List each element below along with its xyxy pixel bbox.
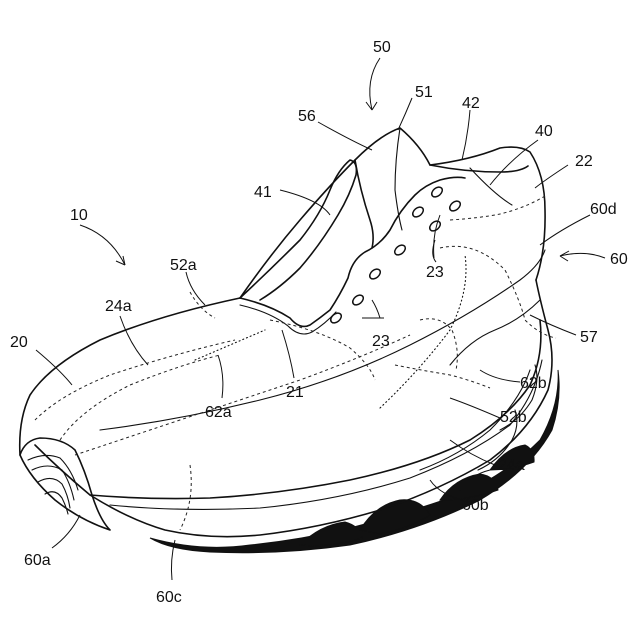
label-51: 51 bbox=[415, 84, 433, 101]
label-62b: 62b bbox=[520, 375, 547, 392]
label-23-upper: 23 bbox=[426, 264, 444, 281]
label-41: 41 bbox=[254, 184, 272, 201]
label-21: 21 bbox=[286, 384, 304, 401]
label-24a-top: 24a bbox=[105, 298, 132, 315]
label-60d: 60d bbox=[590, 201, 617, 218]
label-50: 50 bbox=[373, 39, 391, 56]
upper bbox=[20, 128, 556, 530]
label-60c: 60c bbox=[156, 589, 182, 606]
label-23-lower: 23 bbox=[372, 333, 390, 350]
label-60: 60 bbox=[610, 251, 628, 268]
label-42: 42 bbox=[462, 95, 480, 112]
label-10: 10 bbox=[70, 207, 88, 224]
label-60b: 60b bbox=[462, 497, 489, 514]
label-56: 56 bbox=[298, 108, 316, 125]
label-52b: 52b bbox=[500, 409, 527, 426]
leader-lines bbox=[36, 58, 605, 580]
label-20: 20 bbox=[10, 334, 28, 351]
label-60a: 60a bbox=[24, 552, 51, 569]
label-57: 57 bbox=[580, 329, 598, 346]
toe-cap bbox=[20, 438, 110, 530]
label-40: 40 bbox=[535, 123, 553, 140]
label-52a: 52a bbox=[170, 257, 197, 274]
lace-holes bbox=[329, 185, 462, 325]
label-62a: 62a bbox=[205, 404, 232, 421]
label-24a-bottom: 24a bbox=[498, 457, 525, 474]
label-22: 22 bbox=[575, 153, 593, 170]
